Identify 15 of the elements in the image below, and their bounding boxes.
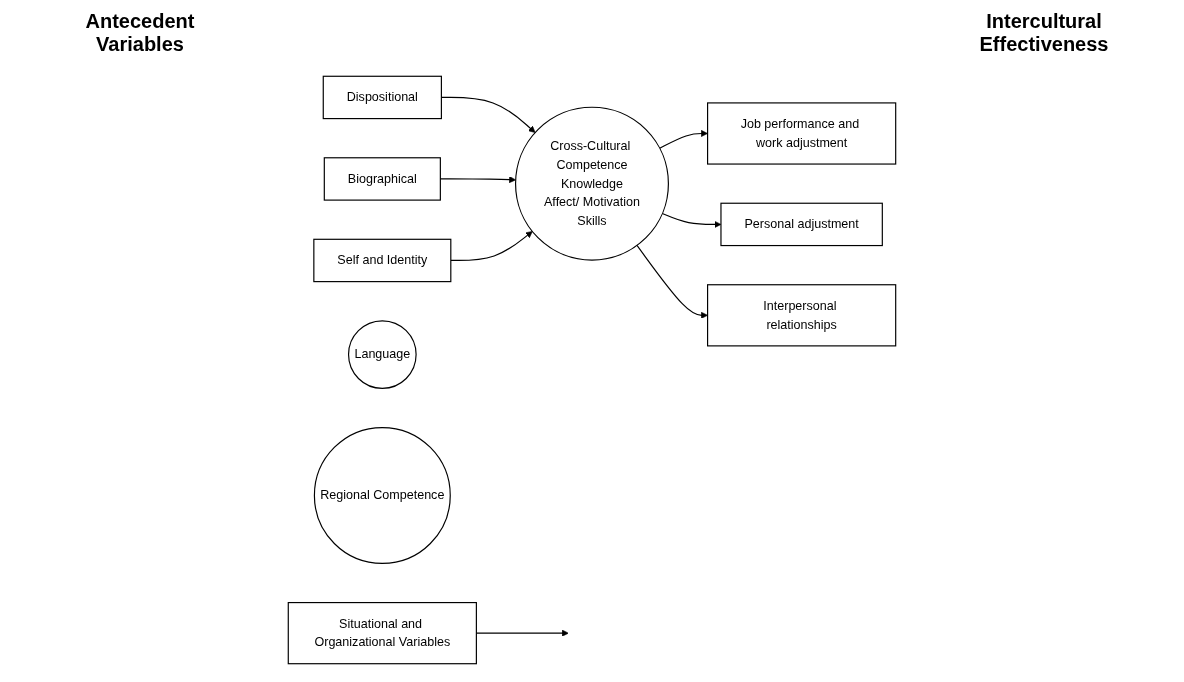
arrow [659,130,708,149]
node-box: Biographical [323,157,441,201]
node-box: Situational and Organizational Variables [287,602,477,665]
node-box: Interpersonal relationships [707,284,897,347]
arrow [450,231,533,262]
column-heading: Antecedent Variables [84,10,196,57]
node-circle: Regional Competence [313,426,451,564]
node-circle: Cross-Cultural Competence Knowledge Affect/ Motivation Skills [515,106,669,261]
arrow [636,244,708,319]
node-circle: Language [348,320,417,389]
node-box: Self and Identity [313,238,452,283]
node-box: Dispositional [322,75,442,120]
node-box: Personal adjustment [720,202,883,247]
column-heading: Intercultural Effectiveness [978,10,1110,57]
node-box: Job performance and work adjustment [707,102,897,165]
